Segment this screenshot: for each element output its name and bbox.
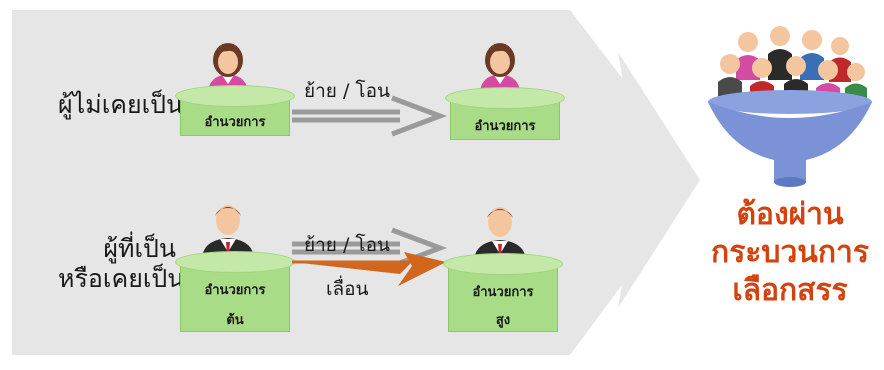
row2-label-line2: หรือเคยเป็น <box>58 264 185 293</box>
crowd-funnel-icon <box>708 26 872 187</box>
desk-row2-to-top <box>443 253 563 275</box>
desk-row2-to-text-2: สูง <box>495 313 511 328</box>
arrow-label-row1: ย้าย / โอน <box>304 80 391 102</box>
desk-row1-from: อำนวยการ <box>175 85 295 136</box>
funnel-icon <box>708 90 872 187</box>
desk-row1-to-top <box>445 87 565 109</box>
desk-row2-from-text-1: อำนวยการ <box>204 283 266 298</box>
result-text: ต้องผ่าน กระบวนการ เลือกสรร <box>700 196 880 310</box>
desk-row2-from: อำนวยการ ต้น <box>175 251 295 332</box>
desk-row2-from-text-2: ต้น <box>226 313 244 328</box>
woman-icon <box>208 43 248 94</box>
result-line2: กระบวนการ <box>711 235 869 270</box>
row1-label-line1: ผู้ไม่เคยเป็น <box>58 90 184 119</box>
arrow-label-row2-transfer: ย้าย / โอน <box>304 234 391 256</box>
result-line1: ต้องผ่าน <box>736 197 844 232</box>
desk-row1-to-text: อำนวยการ <box>474 119 536 134</box>
row2-label-line1: ผู้ที่เป็น <box>103 234 176 263</box>
desk-row2-to: อำนวยการ สูง <box>443 253 563 332</box>
desk-row1-from-text: อำนวยการ <box>204 115 266 130</box>
desk-row1-to: อำนวยการ <box>445 87 565 140</box>
result-line3: เลือกสรร <box>732 273 848 308</box>
row1-label: ผู้ไม่เคยเป็น <box>58 90 183 120</box>
desk-row1-from-top <box>175 85 295 107</box>
row2-label: ผู้ที่เป็น หรือเคยเป็น <box>58 234 185 294</box>
desk-row2-to-text-1: อำนวยการ <box>472 285 534 300</box>
arrow-label-row2-promote: เลื่อน <box>326 278 369 300</box>
